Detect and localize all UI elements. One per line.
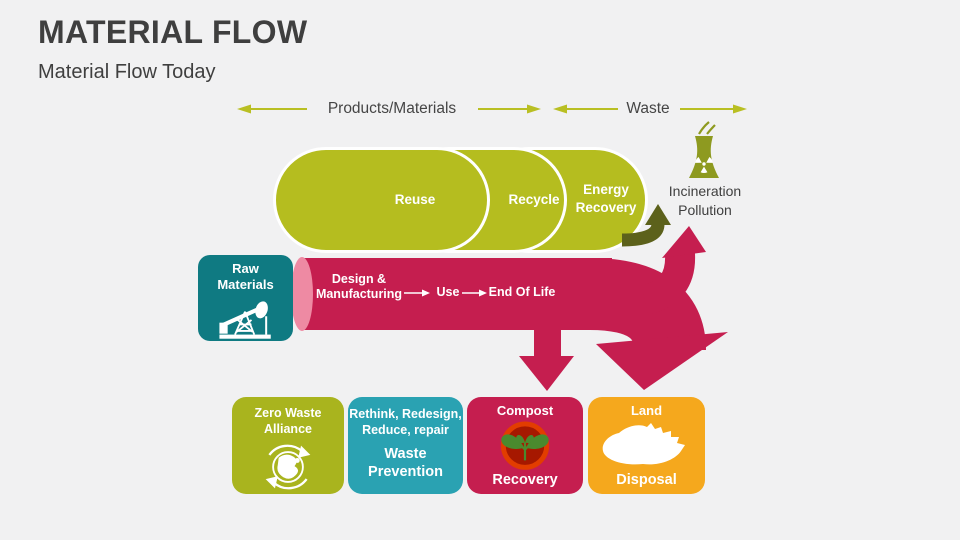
pumpjack-beam (220, 306, 260, 327)
disposal-box: Land Disposal (588, 397, 705, 494)
cycle-arrowhead-top (298, 445, 311, 458)
energy-recovery-line2: Recovery (575, 199, 637, 215)
zero-waste-line1: Zero Waste (254, 406, 322, 420)
reuse-capsule (273, 147, 490, 253)
trefoil-blade-3 (700, 166, 708, 173)
lifecycle-mini-arrows (404, 289, 487, 297)
compost-stem (518, 442, 532, 461)
globe-ring (272, 451, 304, 483)
globe-recycle-icon (265, 444, 311, 490)
prevention-line3: Waste (384, 446, 427, 462)
energy-recovery-line1: Energy (583, 182, 629, 197)
incineration-pollution-label: Incineration Pollution (650, 182, 760, 220)
tube-opening (291, 257, 313, 331)
cycle-arc-bottom (273, 478, 308, 490)
incineration-arrowhead (662, 226, 706, 258)
stage1-line1: Design & (331, 272, 387, 286)
incinerator-tower (689, 136, 719, 178)
mini-arrowhead-2 (479, 289, 487, 297)
energy-recovery-label: Energy Recovery (556, 181, 656, 216)
incineration-line1: Incineration (668, 183, 742, 199)
prevention-line2: Reduce, repair (362, 423, 449, 437)
raw-materials-line1: Raw (232, 261, 259, 276)
incineration-branch (641, 253, 696, 315)
pumpjack-head (254, 300, 268, 318)
reuse-label: Reuse (394, 192, 436, 207)
page-subtitle: Material Flow Today (38, 61, 216, 83)
compost-leaf-left (501, 434, 525, 449)
globe-continents (277, 454, 299, 479)
raw-materials-box: Raw Materials (198, 255, 293, 341)
mini-arrowhead-1 (422, 289, 430, 297)
guide-arrows (237, 104, 747, 114)
pumpjack-icon (218, 300, 271, 339)
incinerator-icon (689, 121, 719, 178)
disposal-line2: Disposal (616, 471, 677, 488)
recovery-arrowhead (519, 356, 574, 391)
products-materials-label: Products/Materials (327, 100, 457, 117)
recovery-box: Compost Recovery (467, 397, 583, 494)
material-flow-tube (302, 226, 728, 391)
waste-label: Waste (626, 100, 670, 117)
raw-materials-line2: Materials (217, 277, 274, 293)
compost-seedling-icon (500, 421, 550, 470)
landfill-blob (602, 423, 685, 465)
energy-arrowhead (645, 204, 671, 225)
stage1-line2: Manufacturing (315, 287, 403, 301)
disposal-line1: Land (630, 403, 663, 418)
prevention-line1: Rethink, Redesign, (349, 407, 462, 421)
recovery-line2: Recovery (492, 471, 558, 488)
guide-arrowhead-left-waste (553, 104, 567, 114)
landfill-icon (602, 423, 685, 465)
trefoil-center (702, 162, 706, 166)
cycle-arrowhead-bottom (265, 476, 278, 489)
incineration-line2: Pollution (678, 201, 732, 218)
waste-prevention-box: Rethink, Redesign, Reduce, repair Waste … (348, 397, 463, 494)
recycle-label: Recycle (508, 192, 560, 207)
end-of-life-label: End Of Life (488, 285, 556, 299)
guide-arrowhead-right-waste (733, 104, 747, 114)
disposal-arrowhead (596, 332, 728, 390)
smoke-curl-1 (698, 121, 710, 135)
trefoil-blade-1 (706, 156, 713, 163)
page-title: MATERIAL FLOW (38, 14, 308, 50)
prevention-line4: Prevention (368, 464, 443, 481)
zero-waste-line2: Alliance (264, 422, 312, 436)
compost-leaf-right (525, 434, 549, 449)
zero-waste-alliance-box: Zero Waste Alliance (232, 397, 344, 494)
compost-leaf-top-left (516, 434, 525, 443)
use-label: Use (436, 285, 460, 299)
energy-arrow-shaft (621, 223, 665, 247)
cycle-arc-top (268, 444, 303, 456)
guide-arrowhead-left-products (237, 104, 251, 114)
smoke-curl-2 (706, 124, 716, 135)
tube-body (302, 258, 612, 330)
energy-to-incineration-arrow (621, 204, 671, 247)
pumpjack-frame (233, 310, 255, 335)
pumpjack-base (218, 334, 271, 339)
radiation-trefoil (695, 156, 713, 173)
globe-island (294, 458, 300, 463)
recovery-line1: Compost (496, 403, 554, 418)
recovery-branch (534, 320, 561, 360)
pumpjack-counterweight (218, 322, 228, 334)
trefoil-blade-2 (695, 156, 702, 163)
design-manufacturing-label: Design & Manufacturing (303, 272, 415, 302)
compost-leaf-top-right (525, 434, 534, 443)
guide-arrowhead-right-products (527, 104, 541, 114)
